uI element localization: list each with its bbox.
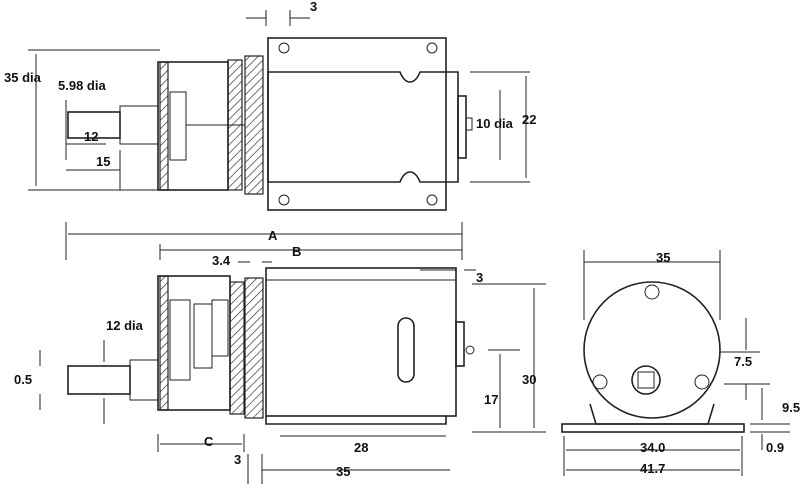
label-22: 22	[522, 112, 536, 127]
label-35-bottom: 35	[336, 464, 350, 479]
side-dimension-lines	[39, 222, 546, 484]
label-41-7: 41.7	[640, 461, 665, 476]
end-dimension-lines	[563, 250, 790, 476]
label-598-dia: 5.98 dia	[58, 78, 106, 93]
label-top-3: 3	[310, 0, 317, 14]
label-28: 28	[354, 440, 368, 455]
label-7-5: 7.5	[734, 354, 752, 369]
end-view	[561, 281, 745, 433]
side-view	[67, 267, 475, 425]
label-30: 30	[522, 372, 536, 387]
label-35-dia: 35 dia	[4, 70, 42, 85]
label-10-dia: 10 dia	[476, 116, 514, 131]
dimension-labels: 3 35 dia 5.98 dia 12 15 10 dia 22 A B 3.…	[4, 0, 800, 479]
label-B: B	[292, 244, 301, 259]
top-dimension-lines	[28, 10, 530, 191]
label-C: C	[204, 434, 214, 449]
label-15: 15	[96, 154, 110, 169]
label-3-4: 3.4	[212, 253, 231, 268]
label-9-5: 9.5	[782, 400, 800, 415]
label-3-bottom: 3	[234, 452, 241, 467]
top-view	[67, 37, 473, 211]
label-35-end: 35	[656, 250, 670, 265]
label-12-dia: 12 dia	[106, 318, 144, 333]
label-34-0: 34.0	[640, 440, 665, 455]
label-A: A	[268, 228, 278, 243]
label-3-right: 3	[476, 270, 483, 285]
label-12-top: 12	[84, 129, 98, 144]
label-0-5: 0.5	[14, 372, 32, 387]
label-17: 17	[484, 392, 498, 407]
label-0-9: 0.9	[766, 440, 784, 455]
